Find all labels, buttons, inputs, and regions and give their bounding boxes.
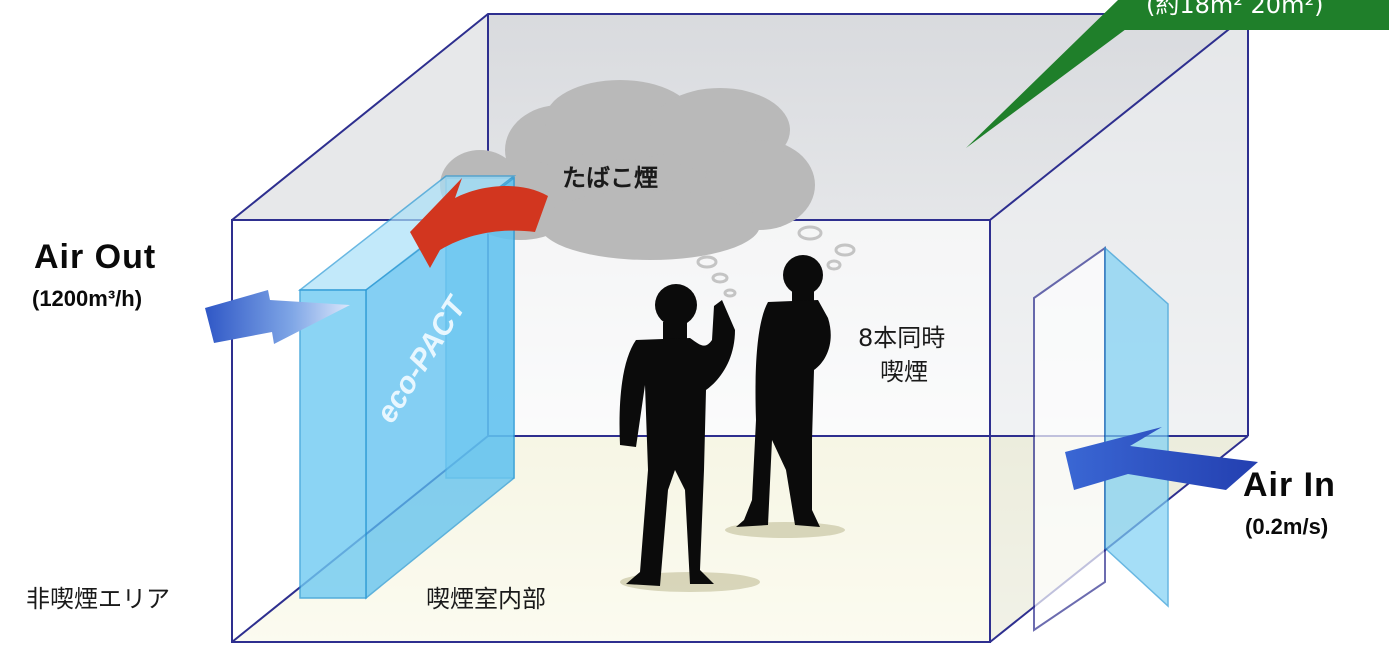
non-smoking-area-label: 非喫煙エリア	[26, 585, 170, 613]
simultaneous-smoking-line2: 喫煙	[880, 358, 928, 386]
air-in-rate: (0.2m/s)	[1245, 514, 1329, 539]
smoke-cloud	[440, 80, 815, 260]
smoke-intake-arrow	[410, 178, 548, 268]
smoke-label: たばこ煙	[562, 164, 658, 192]
simultaneous-smoking-line1: 8本同時	[858, 324, 946, 352]
air-out-rate: (1200m³/h)	[32, 286, 143, 311]
air-in-title: Air In	[1243, 466, 1336, 504]
banner-text: (約18m² 20m²)	[1146, 0, 1324, 19]
smoker-silhouette-left	[619, 284, 760, 592]
air-out-title: Air Out	[34, 238, 157, 276]
air-in-arrow	[1065, 427, 1258, 490]
smoke-puffs	[696, 225, 856, 298]
device-front	[299, 289, 367, 599]
eco-pact-device: eco-PACT	[297, 175, 517, 600]
door-panel	[1104, 246, 1169, 608]
door	[1033, 246, 1169, 632]
banner-pointer	[966, 0, 1165, 148]
air-out-arrow	[205, 290, 350, 344]
room-size-banner: (約18m² 20m²)	[1118, 0, 1389, 30]
smoking-room-interior-label: 喫煙室内部	[426, 585, 546, 613]
smoker-silhouette-right	[725, 255, 845, 538]
door-frame	[1033, 246, 1106, 632]
